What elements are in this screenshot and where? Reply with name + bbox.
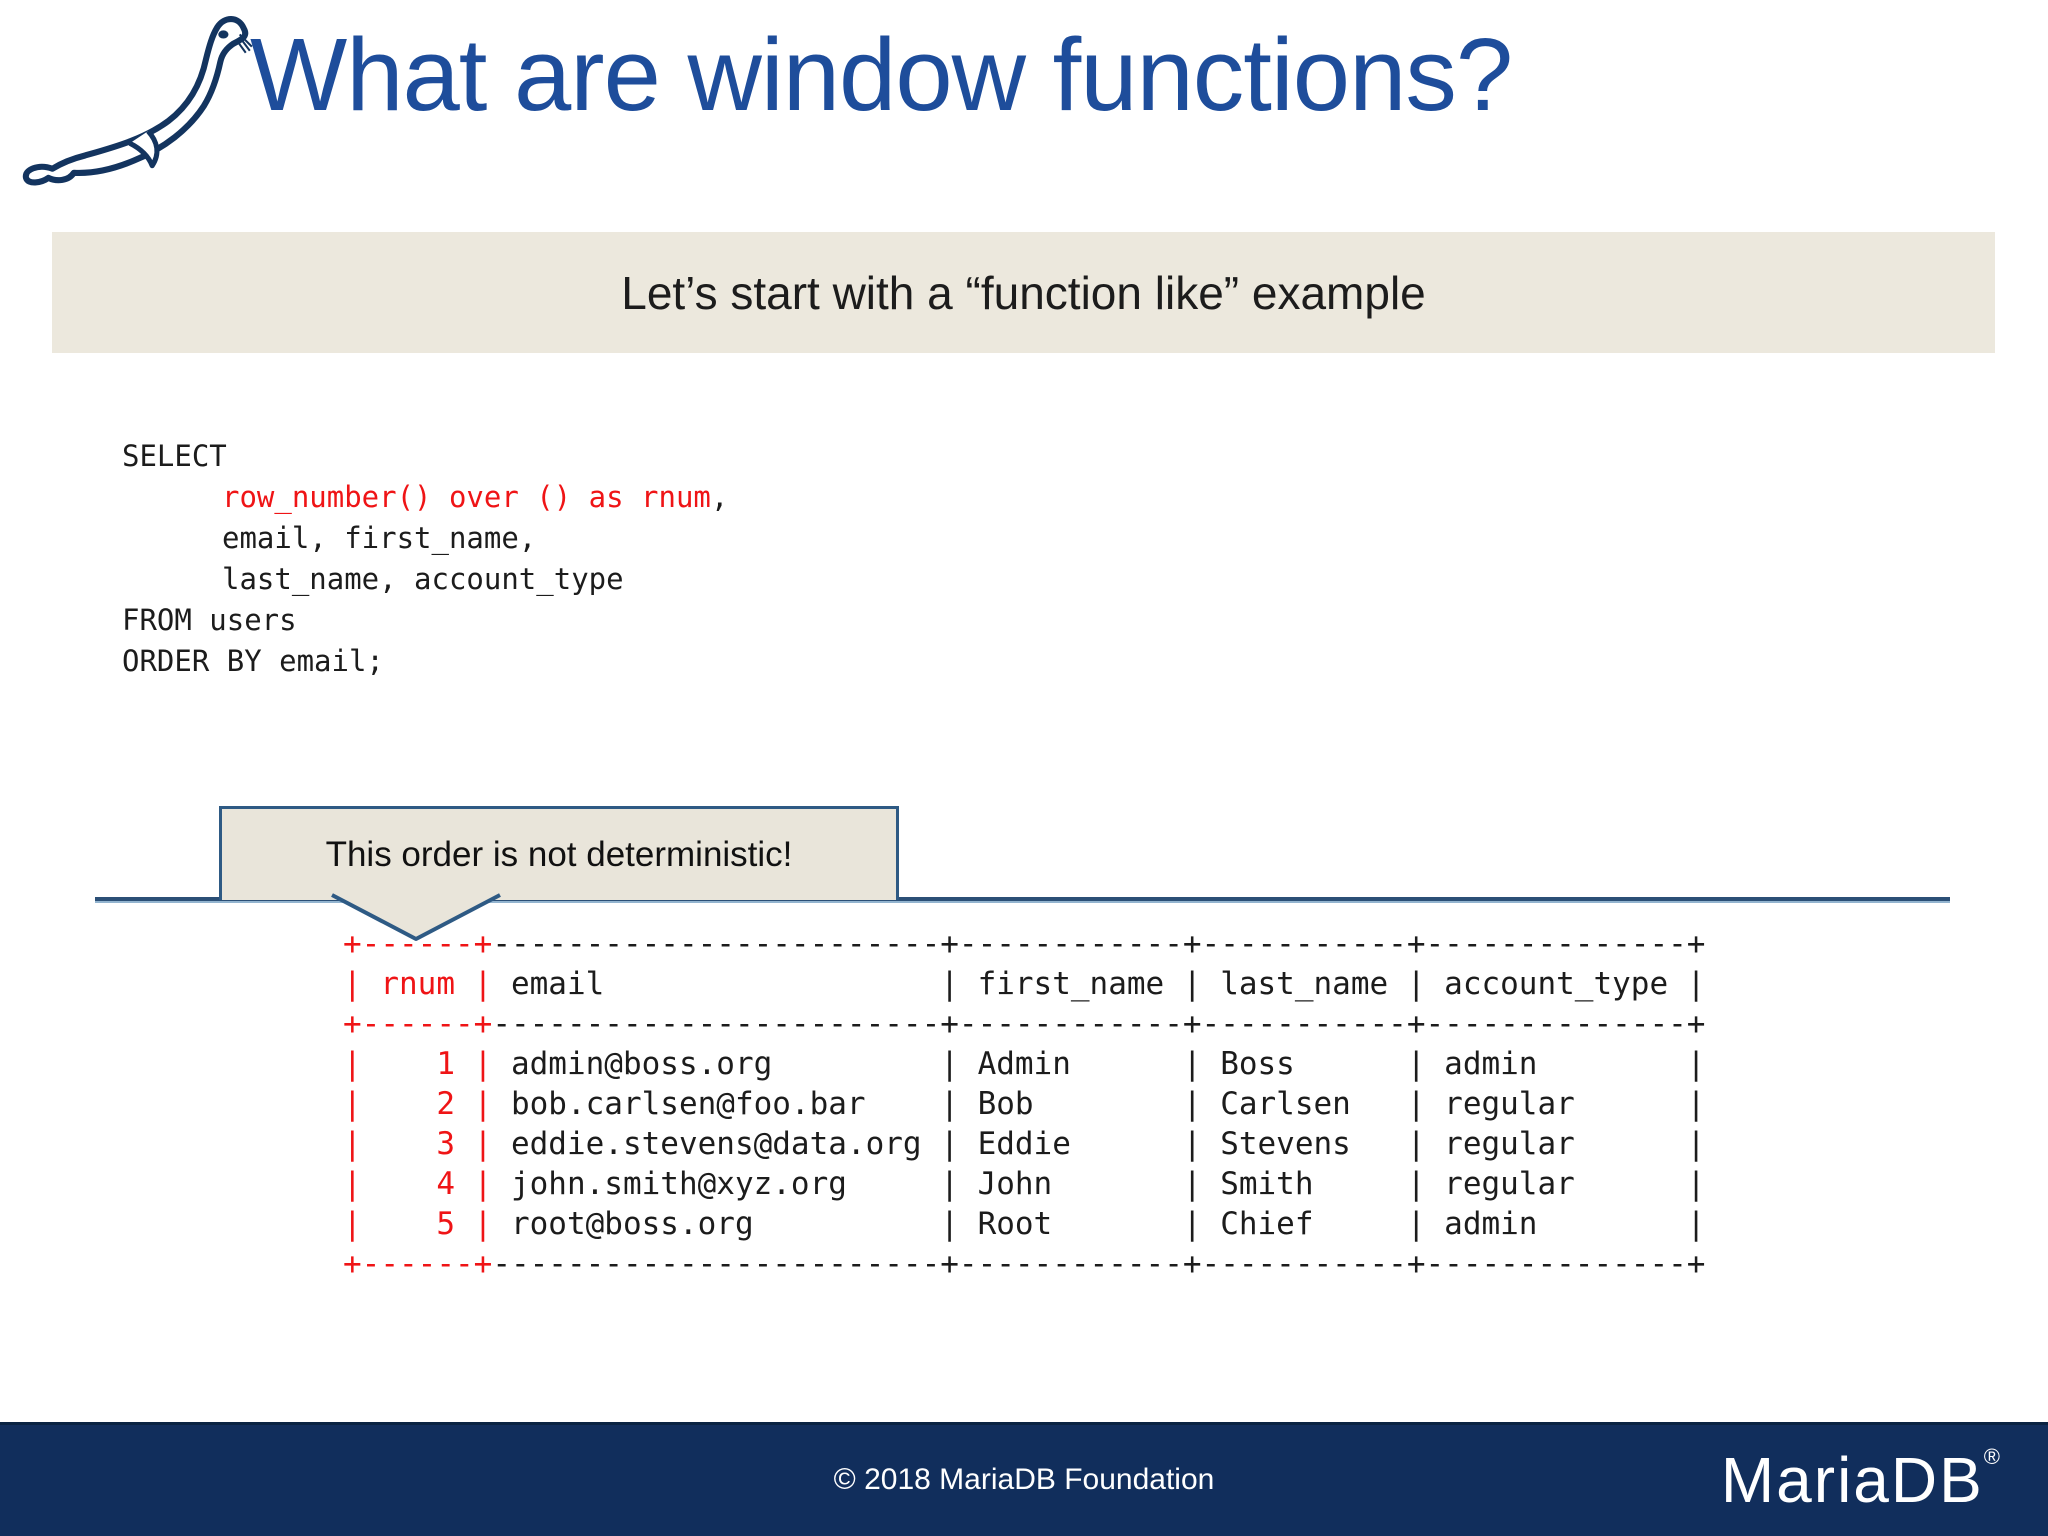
table-border-top: +------+------------------------+-------… (343, 924, 1705, 964)
table-row: | 1 | admin@boss.org | Admin | Boss | ad… (343, 1044, 1705, 1084)
divider-line-dark (95, 897, 1950, 901)
table-header-cells: email | first_name | last_name | account… (492, 966, 1706, 1002)
divider-line-light (95, 901, 1950, 903)
table-border-black-segment: ------------------------+------------+--… (492, 1006, 1706, 1042)
mariadb-wordmark: MariaDB® (1721, 1443, 2000, 1517)
table-border-bottom: +------+------------------------+-------… (343, 1244, 1705, 1284)
footer-bar: © 2018 MariaDB Foundation MariaDB® (0, 1422, 2048, 1536)
table-header-row: | rnum | email | first_name | last_name … (343, 964, 1705, 1004)
table-border-black-segment: ------------------------+------------+--… (492, 1246, 1706, 1282)
code-line-4: last_name, account_type (122, 559, 728, 600)
seal-eye (218, 30, 229, 39)
table-row-rnum: | 5 | (343, 1206, 493, 1242)
table-border-red-segment: +------+ (343, 1006, 493, 1042)
table-row: | 4 | john.smith@xyz.org | John | Smith … (343, 1164, 1705, 1204)
code-text: , (710, 480, 729, 514)
code-line-5: FROM users (122, 600, 728, 641)
registered-trademark-symbol: ® (1983, 1444, 2000, 1469)
table-row: | 3 | eddie.stevens@data.org | Eddie | S… (343, 1124, 1705, 1164)
table-row-cells: john.smith@xyz.org | John | Smith | regu… (492, 1166, 1706, 1202)
code-text: email, first_name, (222, 521, 537, 555)
table-border-red-segment: +------+ (343, 1246, 493, 1282)
code-text: SELECT (122, 439, 227, 473)
sql-code-block: SELECT row_number() over () as rnum, ema… (122, 436, 728, 682)
mariadb-seal-logo (14, 8, 270, 186)
callout-text: This order is not deterministic! (325, 834, 793, 874)
table-border-middle: +------+------------------------+-------… (343, 1004, 1705, 1044)
subtitle-banner: Let’s start with a “function like” examp… (52, 232, 1995, 353)
code-text: FROM users (122, 603, 297, 637)
seal-flipper (128, 129, 160, 169)
divider-line (95, 897, 1950, 903)
table-row-rnum: | 2 | (343, 1086, 493, 1122)
table-row-rnum: | 4 | (343, 1166, 493, 1202)
code-text: ORDER BY email; (122, 644, 384, 678)
table-header-rnum: | rnum | (343, 966, 493, 1002)
code-line-2: row_number() over () as rnum, (122, 477, 728, 518)
table-row-cells: admin@boss.org | Admin | Boss | admin | (492, 1046, 1706, 1082)
result-table: +------+------------------------+-------… (343, 924, 1705, 1284)
table-row-rnum: | 3 | (343, 1126, 493, 1162)
code-line-6: ORDER BY email; (122, 641, 728, 682)
code-text: last_name, account_type (222, 562, 624, 596)
seal-whiskers (236, 33, 253, 54)
code-line-3: email, first_name, (122, 518, 728, 559)
slide-title: What are window functions? (250, 17, 1513, 132)
code-highlight-red: row_number() over () as rnum (222, 480, 711, 514)
subtitle-text: Let’s start with a “function like” examp… (621, 266, 1426, 319)
table-border-black-segment: ------------------------+------------+--… (492, 926, 1706, 962)
callout-box: This order is not deterministic! (219, 806, 899, 900)
seal-body (22, 16, 249, 186)
table-row-cells: root@boss.org | Root | Chief | admin | (492, 1206, 1706, 1242)
table-row-rnum: | 1 | (343, 1046, 493, 1082)
code-line-1: SELECT (122, 436, 728, 477)
table-row: | 2 | bob.carlsen@foo.bar | Bob | Carlse… (343, 1084, 1705, 1124)
callout-pointer (331, 893, 501, 941)
table-row: | 5 | root@boss.org | Root | Chief | adm… (343, 1204, 1705, 1244)
mariadb-wordmark-text: MariaDB (1720, 1444, 1984, 1516)
copyright-text: © 2018 MariaDB Foundation (833, 1463, 1215, 1496)
table-row-cells: bob.carlsen@foo.bar | Bob | Carlsen | re… (492, 1086, 1706, 1122)
table-row-cells: eddie.stevens@data.org | Eddie | Stevens… (492, 1126, 1706, 1162)
